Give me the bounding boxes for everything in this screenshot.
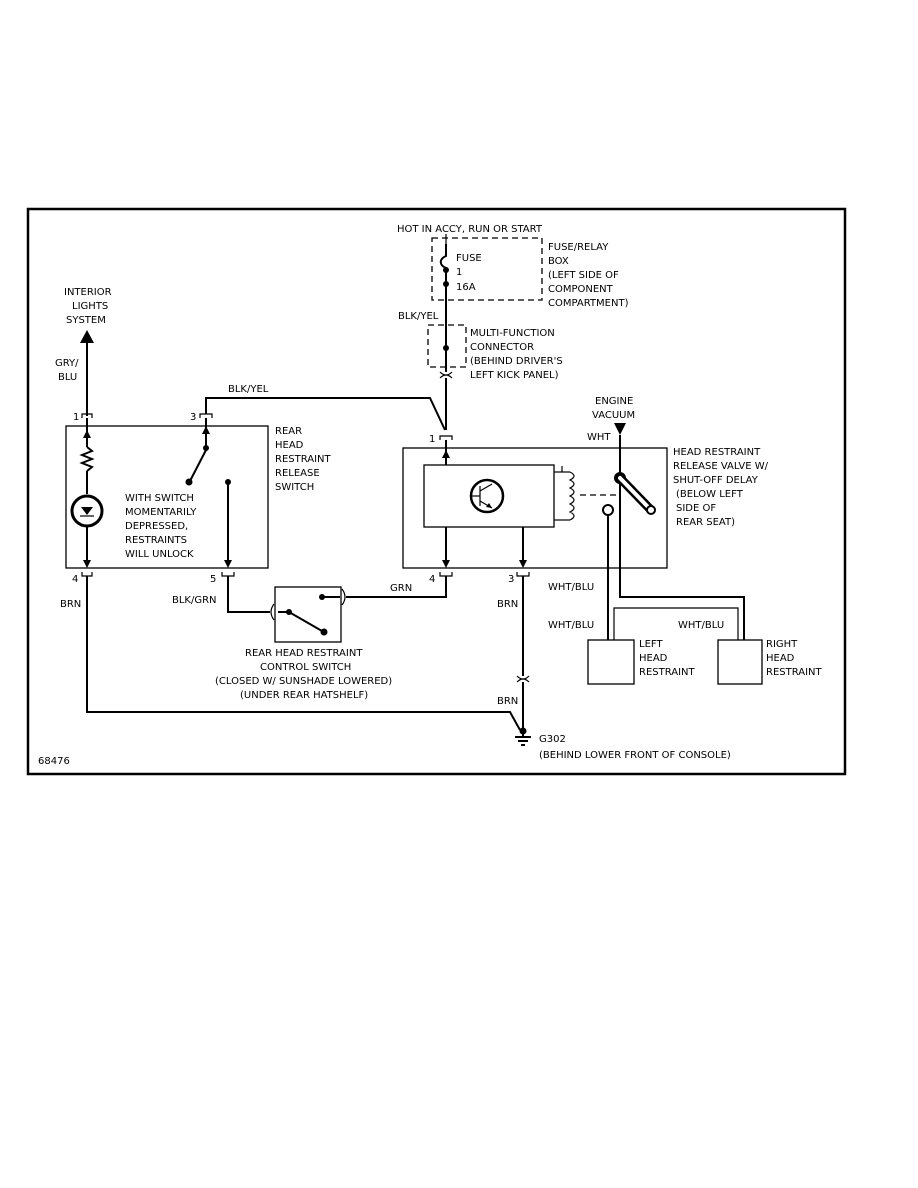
release-valve-label-3: SHUT-OFF DELAY — [673, 475, 759, 486]
release-switch-label-4: RELEASE — [275, 468, 320, 479]
right-restraint-label-3: RESTRAINT — [766, 667, 823, 678]
wire-label-brn-right: BRN — [497, 599, 518, 610]
power-source-label: HOT IN ACCY, RUN OR START — [397, 224, 543, 235]
release-switch-label-2: HEAD — [275, 440, 304, 451]
release-switch-note-4: RESTRAINTS — [125, 535, 187, 546]
right-head-restraint — [717, 639, 763, 685]
release-valve-label-2: RELEASE VALVE W/ — [673, 461, 769, 472]
release-switch-label-3: RESTRAINT — [275, 454, 332, 465]
diagram-frame — [26, 207, 847, 776]
release-switch-pin-1: 1 — [73, 412, 79, 423]
right-restraint-label-1: RIGHT — [766, 639, 798, 650]
fuse-box-label-4: COMPONENT — [548, 284, 614, 295]
release-valve-label-1: HEAD RESTRAINT — [673, 447, 761, 458]
wire-label-brn-left: BRN — [60, 599, 81, 610]
release-switch-pin-4: 4 — [72, 574, 78, 585]
connector-label-4: LEFT KICK PANEL) — [470, 370, 559, 381]
diagram-id: 68476 — [38, 756, 70, 767]
control-switch-contact — [288, 611, 323, 632]
engine-vacuum-label-1: ENGINE — [595, 396, 633, 407]
control-switch-box — [274, 586, 342, 643]
engine-vacuum-label-2: VACUUM — [592, 410, 635, 421]
vacuum-line-right — [619, 483, 745, 640]
left-head-restraint — [587, 639, 635, 685]
fuse-box-label-1: FUSE/RELAY — [548, 242, 609, 253]
control-switch-label-4: (UNDER REAR HATSHELF) — [240, 690, 368, 701]
release-switch-box — [65, 425, 269, 569]
fuse-relay-box — [431, 237, 543, 301]
wire-blk-grn — [227, 576, 270, 613]
wire-label-wht: WHT — [587, 432, 611, 443]
arrow-up-icon — [80, 330, 94, 343]
interior-lights-label-2: LIGHTS — [72, 301, 108, 312]
right-restraint-label-2: HEAD — [766, 653, 795, 664]
wire-label-blk-yel: BLK/YEL — [228, 384, 269, 395]
connector-label-1: MULTI-FUNCTION — [470, 328, 555, 339]
ground-id: G302 — [539, 734, 566, 745]
ground-icon — [515, 736, 531, 746]
wire-label-brn-ground: BRN — [497, 696, 518, 707]
release-valve-pin-3: 3 — [508, 574, 514, 585]
release-switch-contact — [189, 449, 207, 482]
release-switch-note-3: DEPRESSED, — [125, 521, 188, 532]
coil-icon — [568, 471, 575, 521]
release-switch-note-5: WILL UNLOCK — [125, 549, 194, 560]
fuse-symbol — [439, 244, 447, 284]
release-switch-note-1: WITH SWITCH — [125, 493, 194, 504]
wire-label-gry-blu-1: GRY/ — [55, 358, 79, 369]
fuse-box-label-5: COMPARTMENT) — [548, 298, 629, 309]
control-switch-label-2: CONTROL SWITCH — [260, 662, 351, 673]
release-switch-pin-3: 3 — [190, 412, 196, 423]
control-switch-label-1: REAR HEAD RESTRAINT — [245, 648, 363, 659]
wire-label-blk-grn: BLK/GRN — [172, 595, 217, 606]
ground-location: (BEHIND LOWER FRONT OF CONSOLE) — [539, 750, 731, 761]
wire-label-wht-blu-3: WHT/BLU — [678, 620, 724, 631]
release-switch-note-2: MOMENTARILY — [125, 507, 197, 518]
wire-label-blk-yel-top: BLK/YEL — [398, 311, 439, 322]
delay-module — [423, 464, 555, 528]
release-valve-label-5: SIDE OF — [676, 503, 716, 514]
left-restraint-label-2: HEAD — [639, 653, 668, 664]
fuse-rating: 16A — [456, 282, 476, 293]
fuse-label: FUSE — [456, 253, 482, 264]
wire-label-wht-blu-2: WHT/BLU — [548, 620, 594, 631]
wire-label-gry-blu-2: BLU — [58, 372, 77, 383]
release-valve-label-6: REAR SEAT) — [676, 517, 735, 528]
arrow-down-icon — [614, 423, 626, 435]
release-switch-label-5: SWITCH — [275, 482, 314, 493]
release-valve-label-4: (BELOW LEFT — [676, 489, 744, 500]
interior-lights-label-1: INTERIOR — [64, 287, 112, 298]
wire-blk-yel — [205, 397, 446, 431]
fuse-box-label-2: BOX — [548, 256, 569, 267]
wire-brn-left — [86, 576, 521, 731]
control-switch-label-3: (CLOSED W/ SUNSHADE LOWERED) — [215, 676, 392, 687]
fuse-number: 1 — [456, 267, 462, 278]
wire-label-wht-blu-1: WHT/BLU — [548, 582, 594, 593]
release-valve-pin-1: 1 — [429, 434, 435, 445]
release-switch-pin-5: 5 — [210, 574, 216, 585]
connector-label-2: CONNECTOR — [470, 342, 534, 353]
connector-label-3: (BEHIND DRIVER'S — [470, 356, 563, 367]
wire-label-grn: GRN — [390, 583, 412, 594]
release-switch-label-1: REAR — [275, 426, 302, 437]
interior-lights-label-3: SYSTEM — [66, 315, 106, 326]
fuse-box-label-3: (LEFT SIDE OF — [548, 270, 619, 281]
release-valve-box — [402, 447, 668, 569]
left-restraint-label-3: RESTRAINT — [639, 667, 696, 678]
wire-grn — [346, 576, 447, 598]
resistor-icon — [79, 446, 95, 472]
left-restraint-label-1: LEFT — [639, 639, 663, 650]
release-valve-pin-4: 4 — [429, 574, 435, 585]
